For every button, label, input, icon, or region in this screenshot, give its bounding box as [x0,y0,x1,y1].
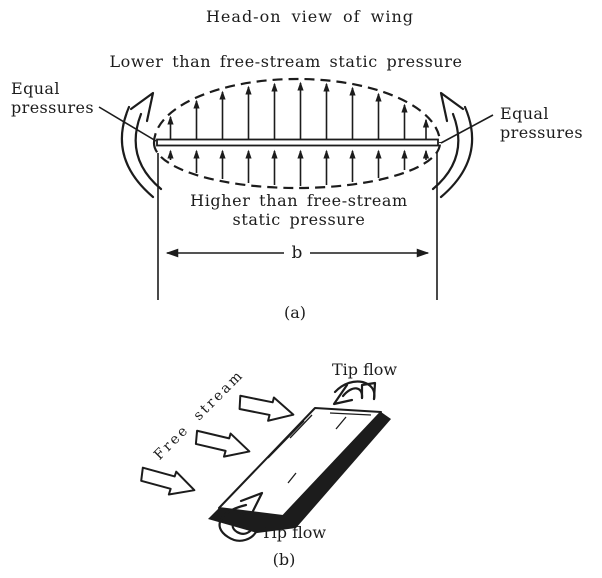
wing-slab-underside [208,412,391,533]
equal-pressures-right-callout: Equal pressures [500,104,584,143]
curl-inner-stroke [231,510,255,535]
tip-flow-curl-bottom [218,491,264,542]
tip-flow-curl-top [332,380,377,406]
higher-pressure-label: Higher than free-stream static pressure [190,191,408,230]
equal-pressures-left-callout: Equal pressures [11,79,95,118]
streak-line [287,472,297,484]
curl-outer-stroke [439,105,474,199]
streak-line [329,412,372,416]
curl-tab [360,381,377,401]
leader-line-right-equal-pressures [440,114,494,144]
lower-pressure-envelope-dashed-curve [152,142,442,190]
curl-open-arrowhead [332,383,354,406]
curl-inner-stroke [341,387,364,400]
free-stream-arrows [140,394,295,496]
panel-a-title: Head-on view of wing [205,7,415,26]
curl-open-arrowhead [129,91,155,123]
free-stream-block-arrow [140,466,196,496]
upper-pressure-label: Lower than free-stream static pressure [109,52,463,71]
tip-vortex-arrow-right [431,91,474,199]
wing-slab-top-face [218,407,382,517]
span-dimension-label: b [291,243,303,263]
streak-line [267,420,305,459]
wing-surface-streaks [267,412,372,484]
curl-inner-stroke [134,112,163,191]
streak-line [289,414,313,439]
panel-a-artwork [98,77,494,300]
free-stream-block-arrow [238,394,295,422]
span-dimension [157,152,438,300]
panel-b-artwork [140,380,391,542]
curl-outer-stroke [120,105,155,199]
equal-pressures-right-line1: Equal [500,104,549,123]
upper-pressure-envelope-dashed-curve [152,77,442,144]
streak-line [335,416,347,430]
panel-b-caption: (b) [272,550,296,569]
tip-vortex-arrow-left [120,91,163,199]
lower-pressure-arrows [167,149,430,186]
wing-front-view-bar [156,138,439,147]
curl-open-arrowhead [239,491,264,517]
higher-pressure-label-line1: Higher than free-stream [190,191,408,210]
higher-pressure-label-line2: static pressure [232,209,366,229]
panel-a-caption: (a) [283,303,307,322]
equal-pressures-right-line2: pressures [500,122,584,142]
curl-inner-stroke [431,112,460,191]
tip-flow-label-bottom: Tip flow [261,523,327,542]
tip-flow-label-top: Tip flow [332,360,398,379]
curl-open-arrowhead [439,91,465,123]
upper-pressure-arrows [167,81,430,139]
free-stream-block-arrow [194,429,251,458]
leader-line-left-equal-pressures [98,106,157,142]
curl-outer-stroke [218,503,259,542]
equal-pressures-left-line1: Equal [11,79,60,98]
equal-pressures-left-line2: pressures [11,97,95,117]
